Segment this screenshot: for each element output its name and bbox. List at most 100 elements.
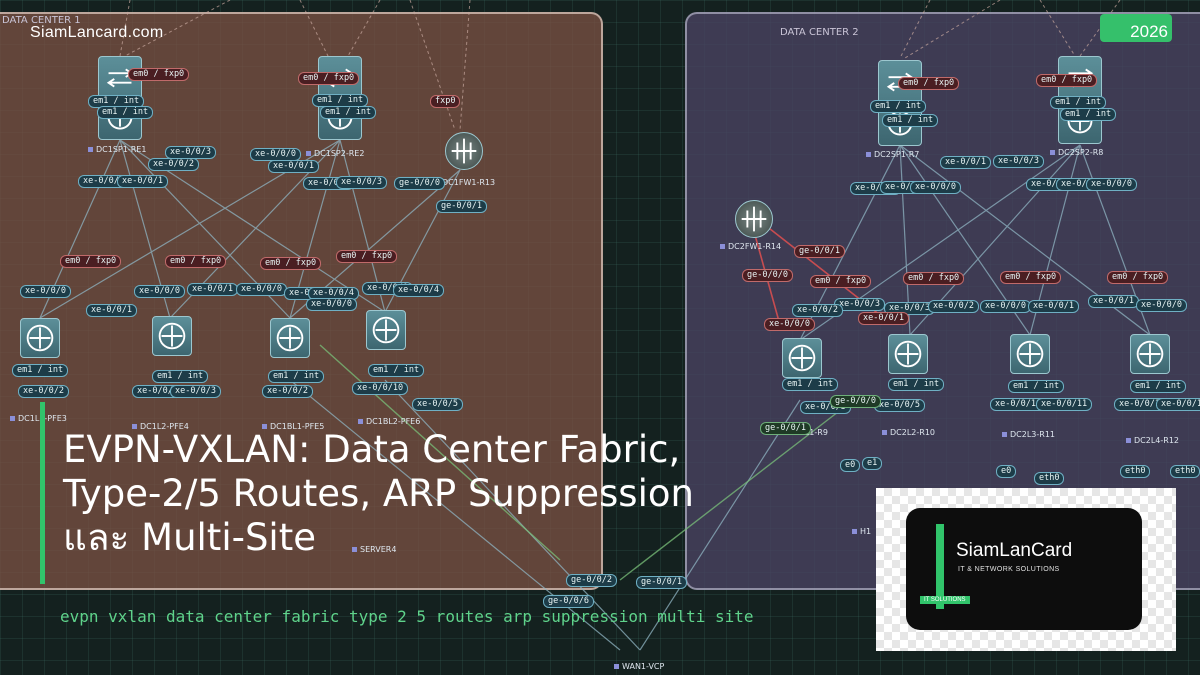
device-label: DC1SP2-RE2 (306, 149, 364, 158)
interface-label: xe-0/0/2 (928, 300, 979, 313)
brand-logo-panel: IT SOLUTIONS SiamLanCard IT & NETWORK SO… (876, 488, 1176, 651)
router-icon[interactable] (1130, 334, 1170, 374)
interface-label: eth0 (1034, 472, 1065, 485)
interface-label: xe-0/0/0 (1086, 178, 1137, 191)
interface-label: em1 / int (782, 378, 839, 391)
device-label: DC2L2-R10 (882, 428, 935, 437)
router-icon[interactable] (20, 318, 60, 358)
interface-label: em0 / fxp0 (165, 255, 227, 268)
interface-label: em0 / fxp0 (903, 272, 965, 285)
router-icon[interactable] (1010, 334, 1050, 374)
site-watermark: SiamLancard.com (30, 24, 164, 41)
device-label: DC2FW1-R14 (720, 242, 781, 251)
interface-label: xe-0/0/0 (134, 285, 185, 298)
interface-label: em0 / fxp0 (1107, 271, 1169, 284)
interface-label: xe-0/0/2 (148, 158, 199, 171)
interface-label: e1 (862, 457, 883, 470)
interface-label: xe-0/0/5 (874, 399, 925, 412)
device-label: DC2L3-R11 (1002, 430, 1055, 439)
interface-label: e0 (840, 459, 861, 472)
interface-label: xe-0/0/1 (187, 283, 238, 296)
logo-tagline: IT & NETWORK SOLUTIONS (958, 566, 1060, 573)
interface-label: xe-0/0/3 (170, 385, 221, 398)
interface-label: em0 / fxp0 (128, 68, 190, 81)
interface-label: ge-0/0/1 (636, 576, 687, 589)
interface-label: eth0 (1170, 465, 1200, 478)
interface-label: xe-0/0/11 (1156, 398, 1200, 411)
interface-label: em1 / int (268, 370, 325, 383)
interface-label: em1 / int (368, 364, 425, 377)
device-label: DC1BL2-PFE6 (358, 417, 420, 426)
interface-label: e0 (996, 465, 1017, 478)
interface-label: em1 / int (97, 106, 154, 119)
router-icon[interactable] (782, 338, 822, 378)
dc2-label: DATA CENTER 2 (780, 27, 859, 38)
device-label: DC2SP1-R7 (866, 150, 919, 159)
interface-label: ge-0/0/0 (742, 269, 793, 282)
firewall-icon[interactable] (445, 132, 483, 170)
interface-label: xe-0/0/0 (20, 285, 71, 298)
logo-badge: IT SOLUTIONS (920, 596, 970, 604)
interface-label: em1 / int (320, 106, 377, 119)
page-title: EVPN-VXLAN: Data Center Fabric, Type-2/5… (63, 428, 863, 560)
dc1-label: DATA CENTER 1 (2, 15, 81, 26)
interface-label: xe-0/0/1 (858, 312, 909, 325)
interface-label: xe-0/0/4 (393, 284, 444, 297)
interface-label: em0 / fxp0 (1036, 74, 1098, 87)
interface-label: xe-0/0/2 (792, 304, 843, 317)
interface-label: em0 / fxp0 (298, 72, 360, 85)
interface-label: em0 / fxp0 (898, 77, 960, 90)
interface-label: em1 / int (1130, 380, 1187, 393)
router-icon[interactable] (366, 310, 406, 350)
interface-label: eth0 (1120, 465, 1151, 478)
device-label: DC2L4-R12 (1126, 436, 1179, 445)
interface-label: xe-0/0/0 (1136, 299, 1187, 312)
title-line-3: และ Multi-Site (63, 516, 316, 559)
device-label: DC2SP2-R8 (1050, 148, 1103, 157)
interface-label: em0 / fxp0 (336, 250, 398, 263)
device-label: DC1BL1-PFE5 (262, 422, 324, 431)
logo-accent-bar (936, 524, 944, 609)
title-line-2: Type-2/5 Routes, ARP Suppression (63, 472, 694, 515)
interface-label: xe-0/0/0 (910, 181, 961, 194)
interface-label: em1 / int (1060, 108, 1117, 121)
interface-label: xe-0/0/1 (1028, 300, 1079, 313)
brand-logo: IT SOLUTIONS SiamLanCard IT & NETWORK SO… (906, 508, 1142, 630)
firewall-icon[interactable] (735, 200, 773, 238)
subtitle-keywords: evpn vxlan data center fabric type 2 5 r… (60, 607, 754, 626)
router-icon[interactable] (270, 318, 310, 358)
interface-label: em1 / int (888, 378, 945, 391)
interface-label: ge-0/0/0 (830, 395, 881, 408)
device-label: DC1SP1-RE1 (88, 145, 146, 154)
interface-label: em0 / fxp0 (260, 257, 322, 270)
interface-label: ge-0/0/1 (760, 422, 811, 435)
interface-label: em0 / fxp0 (810, 275, 872, 288)
device-label: H1 (852, 527, 871, 536)
device-label: DC1FW1-R13 (434, 178, 495, 187)
interface-label: ge-0/0/6 (543, 595, 594, 608)
interface-label: xe-0/0/0 (306, 298, 357, 311)
year-badge: 2026 (1100, 14, 1172, 42)
interface-label: em0 / fxp0 (60, 255, 122, 268)
logo-name: SiamLanCard (956, 540, 1073, 561)
interface-label: xe-0/0/1 (86, 304, 137, 317)
router-icon[interactable] (152, 316, 192, 356)
interface-label: ge-0/0/0 (394, 177, 445, 190)
device-label: WAN1-VCP (614, 662, 664, 671)
interface-label: em1 / int (1008, 380, 1065, 393)
interface-label: ge-0/0/1 (436, 200, 487, 213)
interface-label: em0 / fxp0 (1000, 271, 1062, 284)
device-label: DC1L1-PFE3 (10, 414, 67, 423)
interface-label: xe-0/0/1 (940, 156, 991, 169)
interface-label: xe-0/0/3 (993, 155, 1044, 168)
interface-label: xe-0/0/2 (18, 385, 69, 398)
interface-label: ge-0/0/1 (794, 245, 845, 258)
interface-label: em1 / int (12, 364, 69, 377)
interface-label: xe-0/0/0 (764, 318, 815, 331)
interface-label: xe-0/0/0 (236, 283, 287, 296)
interface-label: em1 / int (870, 100, 927, 113)
interface-label: xe-0/0/5 (412, 398, 463, 411)
device-label: SERVER4 (352, 545, 396, 554)
router-icon[interactable] (888, 334, 928, 374)
